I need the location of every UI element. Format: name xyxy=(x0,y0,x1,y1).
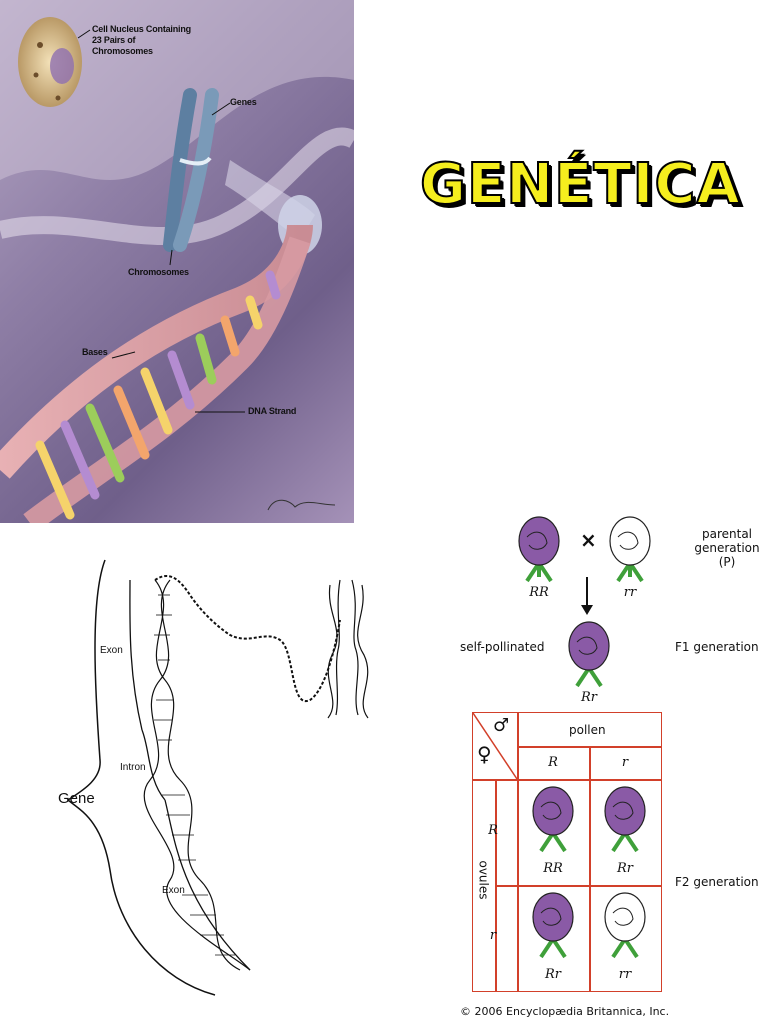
pollen-allele: r xyxy=(621,755,629,770)
page-title: GENÉTICA xyxy=(419,140,741,230)
f2-genotype: Rr xyxy=(616,861,633,876)
ovule-allele: R xyxy=(488,823,498,838)
parent-left-genotype: RR xyxy=(529,585,549,600)
f2-purple-flower-icon xyxy=(531,785,575,859)
cell-nucleus xyxy=(18,17,82,107)
gene-chromosome xyxy=(327,579,369,719)
dna-illustration: Cell Nucleus Containing 23 Pairs of Chro… xyxy=(0,0,354,523)
female-symbol-icon: ♀ xyxy=(477,742,492,766)
gene-label: Gene xyxy=(58,790,95,807)
genes-label: Genes xyxy=(230,97,257,107)
f2-genotype: Rr xyxy=(544,967,561,982)
dna-strand-label: DNA Strand xyxy=(248,406,297,416)
punnett-square: ♂ ♀ pollen R r ovules R r RR Rr Rr rr xyxy=(472,712,662,992)
f2-genotype: RR xyxy=(543,861,563,876)
parental-generation-label: parental generation (P) xyxy=(694,527,760,569)
bases-label: Bases xyxy=(82,347,108,357)
cross-symbol: × xyxy=(580,528,597,552)
gene-diagram-art xyxy=(66,559,369,996)
white-flower-icon xyxy=(608,515,652,589)
f1-generation-label: F1 generation xyxy=(675,640,759,654)
gene-dna-helix xyxy=(143,579,251,971)
pollen-allele: R xyxy=(548,755,558,770)
self-pollinated-label: self-pollinated xyxy=(460,640,545,654)
dna-double-helix xyxy=(0,224,313,523)
down-arrow-icon xyxy=(581,577,593,615)
f1-purple-flower-icon xyxy=(567,620,611,694)
dna-illustration-art xyxy=(0,0,354,523)
chromosomes-label: Chromosomes xyxy=(128,267,189,277)
parent-right-genotype: rr xyxy=(623,585,637,600)
f2-genotype: rr xyxy=(618,967,632,982)
pollen-label: pollen xyxy=(569,723,606,737)
gene-diagram: Gene Exon Intron Exon xyxy=(50,540,380,1010)
ovule-allele: r xyxy=(489,928,497,943)
f2-purple-flower-icon xyxy=(531,891,575,965)
purple-flower-icon xyxy=(517,515,561,589)
f1-genotype: Rr xyxy=(580,690,597,705)
chromosome xyxy=(163,88,219,252)
ovules-label: ovules xyxy=(476,860,491,900)
f2-purple-flower-icon xyxy=(603,785,647,859)
male-symbol-icon: ♂ xyxy=(493,715,510,736)
nucleus-label: Cell Nucleus Containing 23 Pairs of Chro… xyxy=(92,24,191,56)
copyright-text: © 2006 Encyclopædia Britannica, Inc. xyxy=(460,1005,670,1018)
exon-bottom-label: Exon xyxy=(162,885,185,896)
page-title-text: GENÉTICA xyxy=(419,151,741,218)
f2-generation-label: F2 generation xyxy=(675,875,759,889)
mendel-cross-diagram: × RR rr parental generation (P) self-pol… xyxy=(440,505,768,1024)
intron-label: Intron xyxy=(120,762,146,773)
exon-top-label: Exon xyxy=(100,645,123,656)
f2-white-flower-icon xyxy=(603,891,647,965)
